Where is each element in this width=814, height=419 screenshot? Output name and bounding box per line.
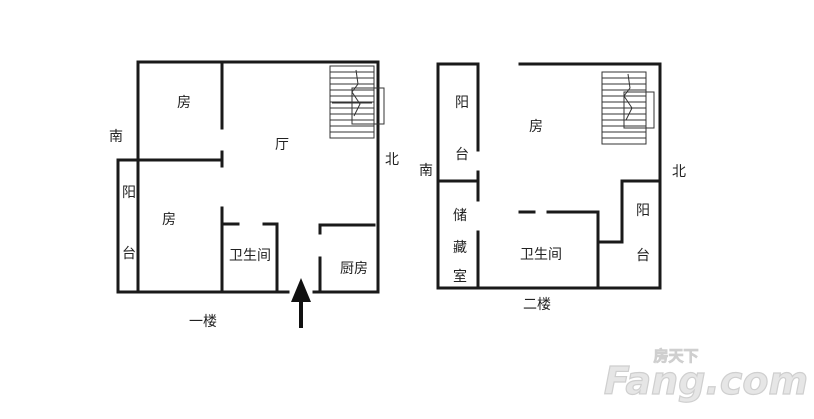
entrance-arrow [291, 278, 311, 328]
floor1-north-label: 北 [385, 152, 399, 168]
floor2-balcony-right-label-2: 台 [636, 248, 650, 264]
watermark-cn-text: 房天下 [653, 347, 698, 365]
floor1-staircase [329, 65, 385, 139]
floor2-plan: 房 阳 台 储 藏 室 卫生间 阳 台 南 北 二楼 [419, 62, 686, 313]
watermark-logo-text: Fang.com [604, 359, 808, 403]
floor2-storage-label-2: 藏 [453, 240, 467, 256]
fang-watermark-logo: 房天下 Fang.com [603, 347, 808, 404]
floor2-north-label: 北 [672, 164, 686, 180]
floor2-staircase [601, 71, 655, 145]
floor1-room-top-label: 房 [177, 95, 191, 111]
floor2-balcony-left-label-2: 台 [455, 147, 469, 163]
floor2-storage-label-1: 储 [453, 208, 467, 224]
floor2-balcony-right-label-1: 阳 [636, 203, 650, 219]
floor2-walls [436, 62, 662, 290]
floor1-walls [116, 60, 380, 294]
floor1-plan: 房 厅 房 阳 台 卫生间 厨房 南 北 一楼 [109, 60, 399, 330]
floor2-storage-label-3: 室 [453, 268, 467, 285]
floor1-caption: 一楼 [189, 314, 217, 330]
floor1-south-label: 南 [109, 129, 123, 145]
floor1-hall-label: 厅 [275, 137, 289, 153]
floor2-south-label: 南 [419, 163, 433, 179]
floor1-bathroom-label: 卫生间 [229, 248, 271, 264]
floor1-kitchen-label: 厨房 [340, 261, 368, 277]
floor1-balcony-label-1: 阳 [122, 185, 136, 201]
floor1-balcony-label-2: 台 [122, 246, 136, 262]
floor2-bathroom-label: 卫生间 [520, 247, 562, 263]
floor2-caption: 二楼 [523, 297, 551, 313]
floor1-room-bottom-label: 房 [162, 212, 176, 228]
floor2-room-label: 房 [529, 119, 543, 135]
floor2-balcony-left-label-1: 阳 [455, 95, 469, 111]
